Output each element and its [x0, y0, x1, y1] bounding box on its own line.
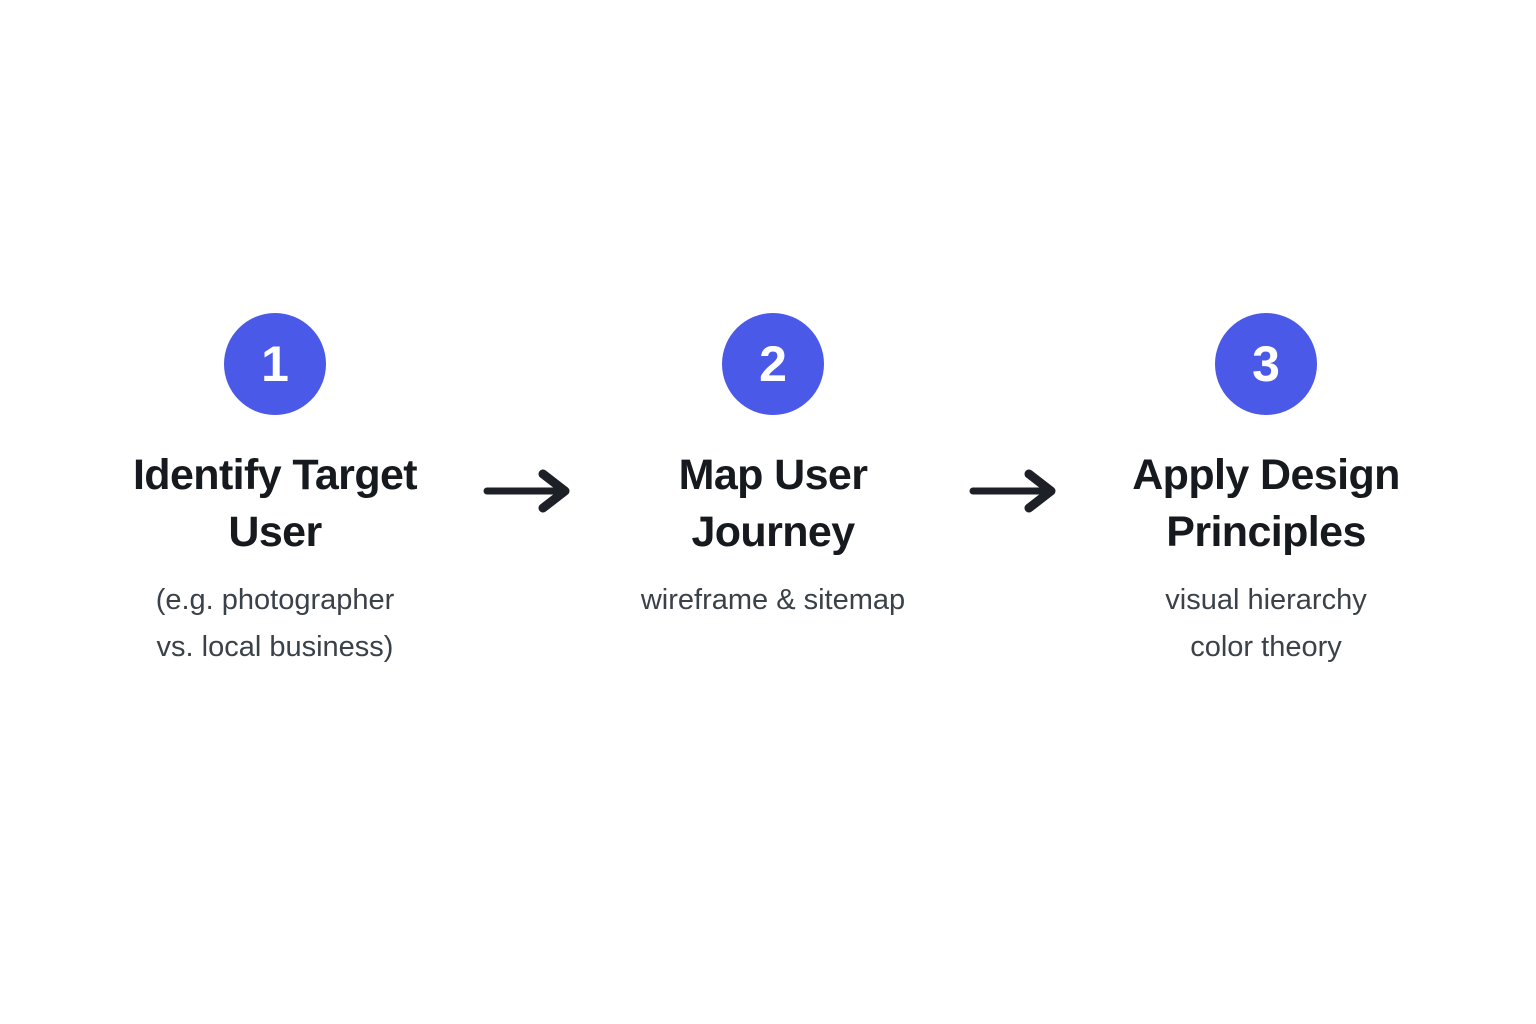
- step-number-badge: 2: [722, 313, 824, 415]
- arrow-right-icon: [482, 467, 572, 515]
- step-map-user-journey: 2 Map User Journey wireframe & sitemap: [583, 313, 963, 624]
- step-number: 3: [1252, 336, 1280, 392]
- step-number-badge: 3: [1215, 313, 1317, 415]
- step-number: 2: [759, 336, 787, 392]
- step-number-badge: 1: [224, 313, 326, 415]
- step-subtitle: (e.g. photographer vs. local business): [155, 584, 395, 663]
- step-title: Map User Journey: [678, 451, 868, 556]
- step-subtitle: visual hierarchy color theory: [1165, 584, 1367, 663]
- step-title: Apply Design Principles: [1132, 451, 1400, 556]
- arrow-right-icon: [968, 467, 1058, 515]
- step-apply-design-principles: 3 Apply Design Principles visual hierarc…: [1076, 313, 1456, 671]
- step-title: Identify Target User: [132, 451, 418, 556]
- step-identify-target-user: 1 Identify Target User (e.g. photographe…: [85, 313, 465, 671]
- step-number: 1: [261, 336, 289, 392]
- step-subtitle: wireframe & sitemap: [640, 584, 906, 616]
